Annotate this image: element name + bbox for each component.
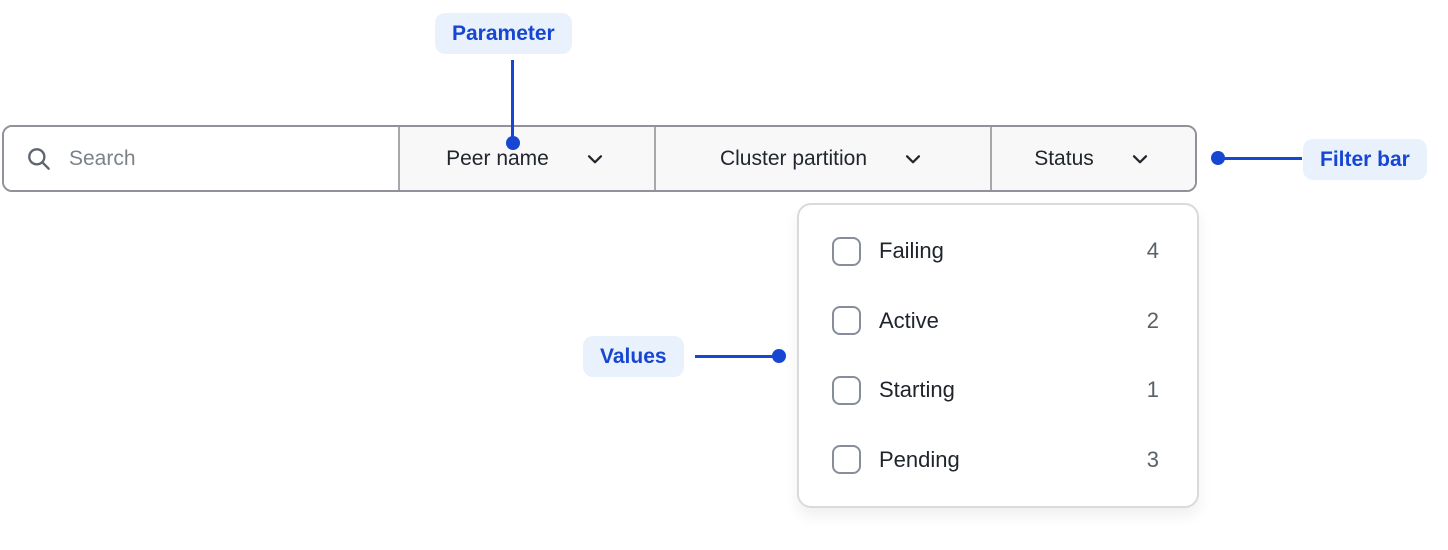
parameter-connector-line: [511, 60, 514, 143]
cluster-partition-dropdown-label: Cluster partition: [719, 146, 868, 170]
status-option-count: 2: [1146, 307, 1159, 333]
status-option-label: Active: [879, 307, 939, 333]
status-option-active[interactable]: Active 2: [832, 301, 1159, 341]
filter-bar-annotation-badge: Filter bar: [1303, 139, 1427, 181]
status-option-label: Failing: [879, 238, 944, 263]
status-option-count: 1: [1146, 377, 1159, 403]
chevron-down-icon: [1132, 154, 1147, 163]
status-option-starting[interactable]: Starting 1: [832, 370, 1159, 410]
values-annotation-badge: Values: [583, 336, 684, 378]
status-option-count: 3: [1146, 446, 1159, 472]
status-option-label: Starting: [879, 377, 955, 403]
values-connector-line: [695, 355, 774, 358]
status-option-label: Pending: [879, 446, 960, 472]
parameter-connector-dot: [506, 136, 520, 150]
checkbox-failing[interactable]: [832, 236, 861, 266]
search-field[interactable]: [4, 127, 400, 190]
chevron-down-icon: [905, 154, 921, 163]
checkbox-active[interactable]: [832, 306, 861, 336]
status-option-failing[interactable]: Failing 4: [832, 231, 1159, 271]
status-option-pending[interactable]: Pending 3: [832, 440, 1159, 480]
peer-name-dropdown[interactable]: Peer name: [400, 127, 656, 190]
search-icon: [28, 148, 50, 170]
parameter-annotation-badge: Parameter: [435, 13, 572, 55]
status-dropdown[interactable]: Status: [992, 127, 1195, 190]
cluster-partition-dropdown[interactable]: Cluster partition: [656, 127, 992, 190]
status-dropdown-panel: Failing 4 Active 2 Starting 1 Pending 3: [797, 203, 1199, 508]
status-option-count: 4: [1146, 238, 1159, 263]
filter-bar-connector-line: [1218, 157, 1302, 160]
filter-bar-connector-dot: [1211, 151, 1225, 165]
status-dropdown-label: Status: [1034, 146, 1094, 170]
search-input[interactable]: [69, 146, 369, 171]
values-connector-dot: [772, 349, 786, 363]
checkbox-pending[interactable]: [832, 445, 861, 475]
peer-name-dropdown-label: Peer name: [446, 146, 549, 170]
filter-bar: Peer name Cluster partition Status: [2, 125, 1197, 192]
checkbox-starting[interactable]: [832, 375, 861, 405]
chevron-down-icon: [587, 154, 602, 163]
